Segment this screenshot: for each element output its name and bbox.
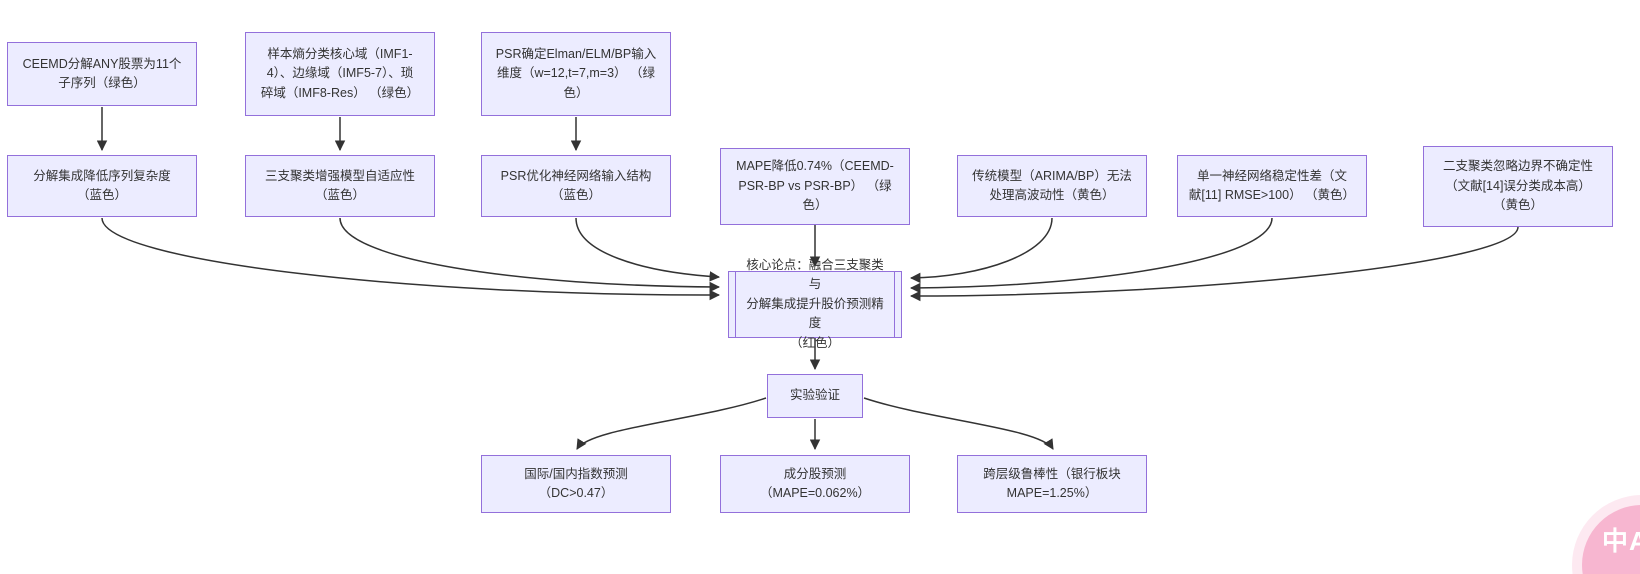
translate-icon: 中A bbox=[1602, 526, 1640, 556]
edge-g-to-core bbox=[909, 226, 1519, 302]
flow-node-index-forecast: 国际/国内指数预测 （DC>0.47） bbox=[481, 455, 671, 513]
edge-exp-to-robust bbox=[863, 397, 1054, 450]
flow-node-two-way-limit: 二支聚类忽略边界不确定性 （文献[14]误分类成本高） （黄色） bbox=[1423, 146, 1613, 227]
flow-node-robustness: 跨层级鲁棒性（银行板块 MAPE=1.25%） bbox=[957, 455, 1147, 513]
edge-exp-to-index bbox=[576, 397, 767, 450]
flow-node-experiment: 实验验证 bbox=[767, 374, 863, 418]
flow-node-psr-benefit: PSR优化神经网络输入结构 （蓝色） bbox=[481, 155, 671, 217]
flow-node-mape-evidence: MAPE降低0.74%（CEEMD- PSR-BP vs PSR-BP） （绿 … bbox=[720, 148, 910, 225]
translate-button[interactable]: 中A bbox=[1582, 505, 1640, 574]
flow-node-traditional-limit: 传统模型（ARIMA/BP）无法 处理高波动性（黄色） bbox=[957, 155, 1147, 217]
flow-node-ceemd-decompose: CEEMD分解ANY股票为11个 子序列（绿色） bbox=[7, 42, 197, 106]
edge-f-to-core bbox=[909, 217, 1273, 294]
edge-c-to-core bbox=[575, 217, 721, 282]
flow-node-single-nn-limit: 单一神经网络稳定性差（文 献[11] RMSE>100） （黄色） bbox=[1177, 155, 1367, 217]
flow-node-decompose-benefit: 分解集成降低序列复杂度 （蓝色） bbox=[7, 155, 197, 217]
edge-a-to-core bbox=[101, 217, 721, 301]
flow-node-three-way-benefit: 三支聚类增强模型自适应性 （蓝色） bbox=[245, 155, 435, 217]
edge-b-to-core bbox=[339, 217, 721, 293]
flow-node-core-thesis: 核心论点：融合三支聚类与 分解集成提升股价预测精度 （红色） bbox=[728, 258, 902, 350]
flow-node-psr-dimension: PSR确定Elman/ELM/BP输入 维度（w=12,t=7,m=3） （绿 … bbox=[481, 32, 671, 116]
flow-node-sample-entropy: 样本熵分类核心域（IMF1- 4）、边缘域（IMF5-7）、琐 碎域（IMF8-… bbox=[245, 32, 435, 116]
flow-node-stock-forecast: 成分股预测 （MAPE=0.062%） bbox=[720, 455, 910, 513]
edge-e-to-core bbox=[909, 217, 1053, 284]
